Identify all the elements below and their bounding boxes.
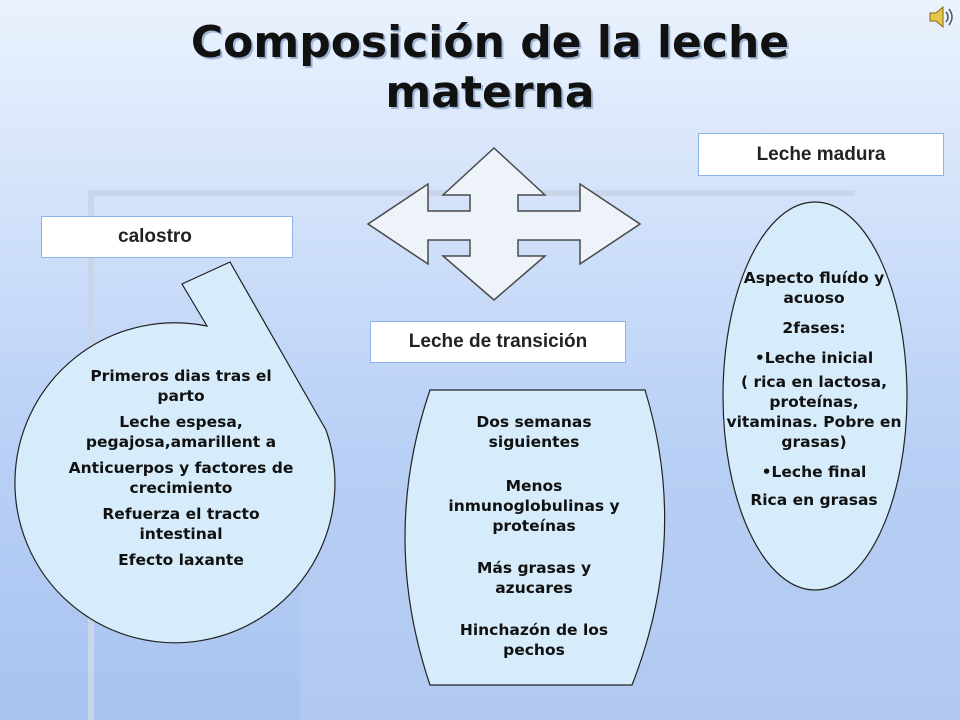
- transicion-item: Más grasas y azucares: [476, 559, 592, 597]
- madura-item: 2fases:: [782, 319, 846, 337]
- transicion-label-box: Leche de transición: [370, 321, 626, 363]
- madura-item: Rica en grasas: [750, 491, 878, 509]
- page-title: Composición de la leche materna: [190, 17, 790, 118]
- transicion-item: Dos semanas siguientes: [476, 413, 592, 451]
- calostro-label-box: calostro: [41, 216, 293, 258]
- transicion-item: Hinchazón de los pechos: [459, 621, 609, 659]
- madura-label-box: Leche madura: [698, 133, 944, 176]
- calostro-text: Primeros dias tras el parto Leche espesa…: [68, 366, 294, 576]
- madura-item: •Leche final: [761, 463, 867, 481]
- madura-item: Aspecto fluído y acuoso: [743, 269, 885, 307]
- calostro-item: Anticuerpos y factores de crecimiento: [68, 459, 294, 497]
- transicion-item: Menos inmunoglobulinas y proteínas: [448, 477, 620, 535]
- calostro-bubble: [14, 261, 336, 644]
- transicion-label: Leche de transición: [408, 331, 588, 352]
- calostro-item: Efecto laxante: [118, 551, 244, 569]
- calostro-item: Refuerza el tracto intestinal: [102, 505, 260, 543]
- speaker-icon[interactable]: [926, 2, 956, 32]
- madura-label: Leche madura: [756, 143, 886, 165]
- four-way-arrow: [366, 146, 642, 301]
- transicion-shape: [404, 389, 666, 686]
- madura-ellipse: [722, 201, 908, 591]
- madura-item: ( rica en lactosa, proteínas, vitaminas.…: [726, 373, 902, 451]
- calostro-item: Primeros dias tras el parto: [90, 367, 272, 405]
- madura-text: Aspecto fluído y acuoso 2fases: •Leche i…: [722, 268, 906, 516]
- transicion-text: Dos semanas siguientes Menos inmunoglobu…: [436, 412, 632, 666]
- calostro-item: Leche espesa, pegajosa,amarillent a: [85, 413, 277, 451]
- madura-item: •Leche inicial: [754, 349, 874, 367]
- calostro-label: calostro: [118, 226, 192, 247]
